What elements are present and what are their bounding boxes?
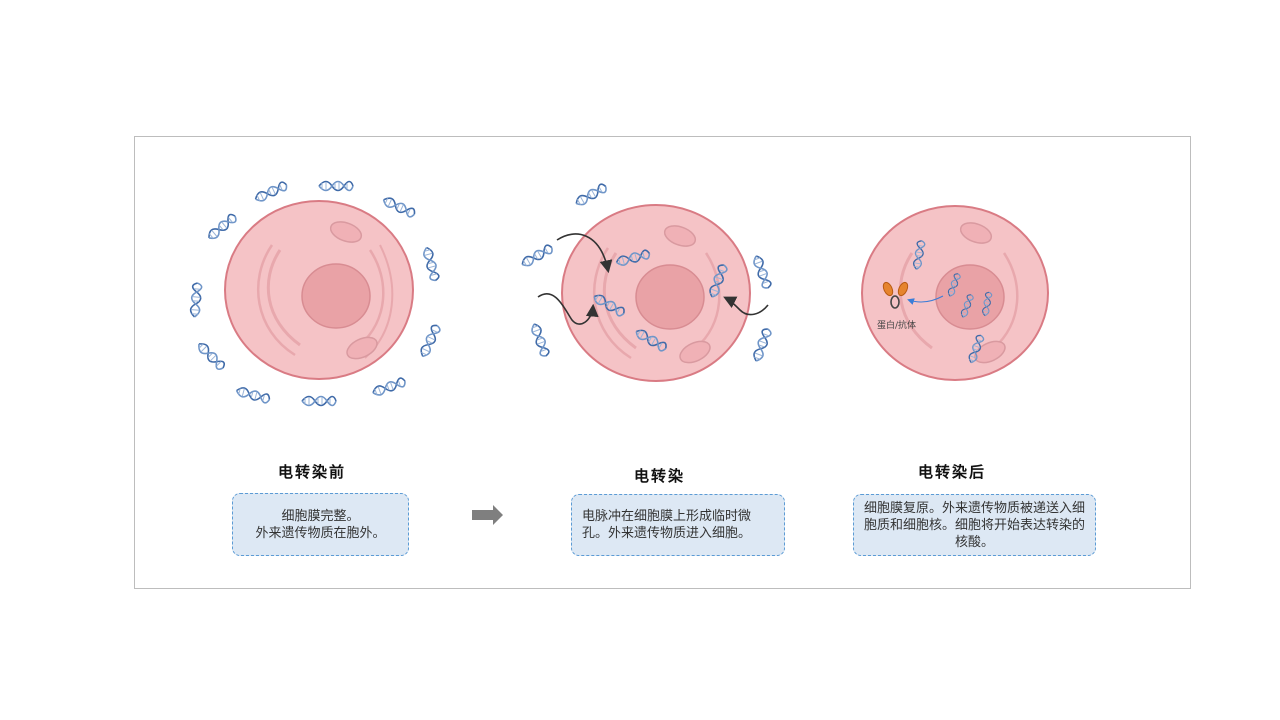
stage-after-description: 细胞膜复原。外来遗传物质被递送入细胞质和细胞核。细胞将开始表达转染的核酸。 [853,494,1096,556]
cell-before [225,201,413,379]
stage-during-description: 电脉冲在细胞膜上形成临时微孔。外来遗传物质进入细胞。 [571,494,785,556]
stage-during-title: 电转染 [634,465,685,486]
stage-before-description: 细胞膜完整。 外来遗传物质在胞外。 [232,493,409,556]
stage-after-title: 电转染后 [918,461,986,482]
right-arrow-icon [472,505,503,525]
protein-antibody-label: 蛋白/抗体 [877,318,916,331]
stage-before-title: 电转染前 [278,461,346,482]
cell-during [562,205,750,381]
